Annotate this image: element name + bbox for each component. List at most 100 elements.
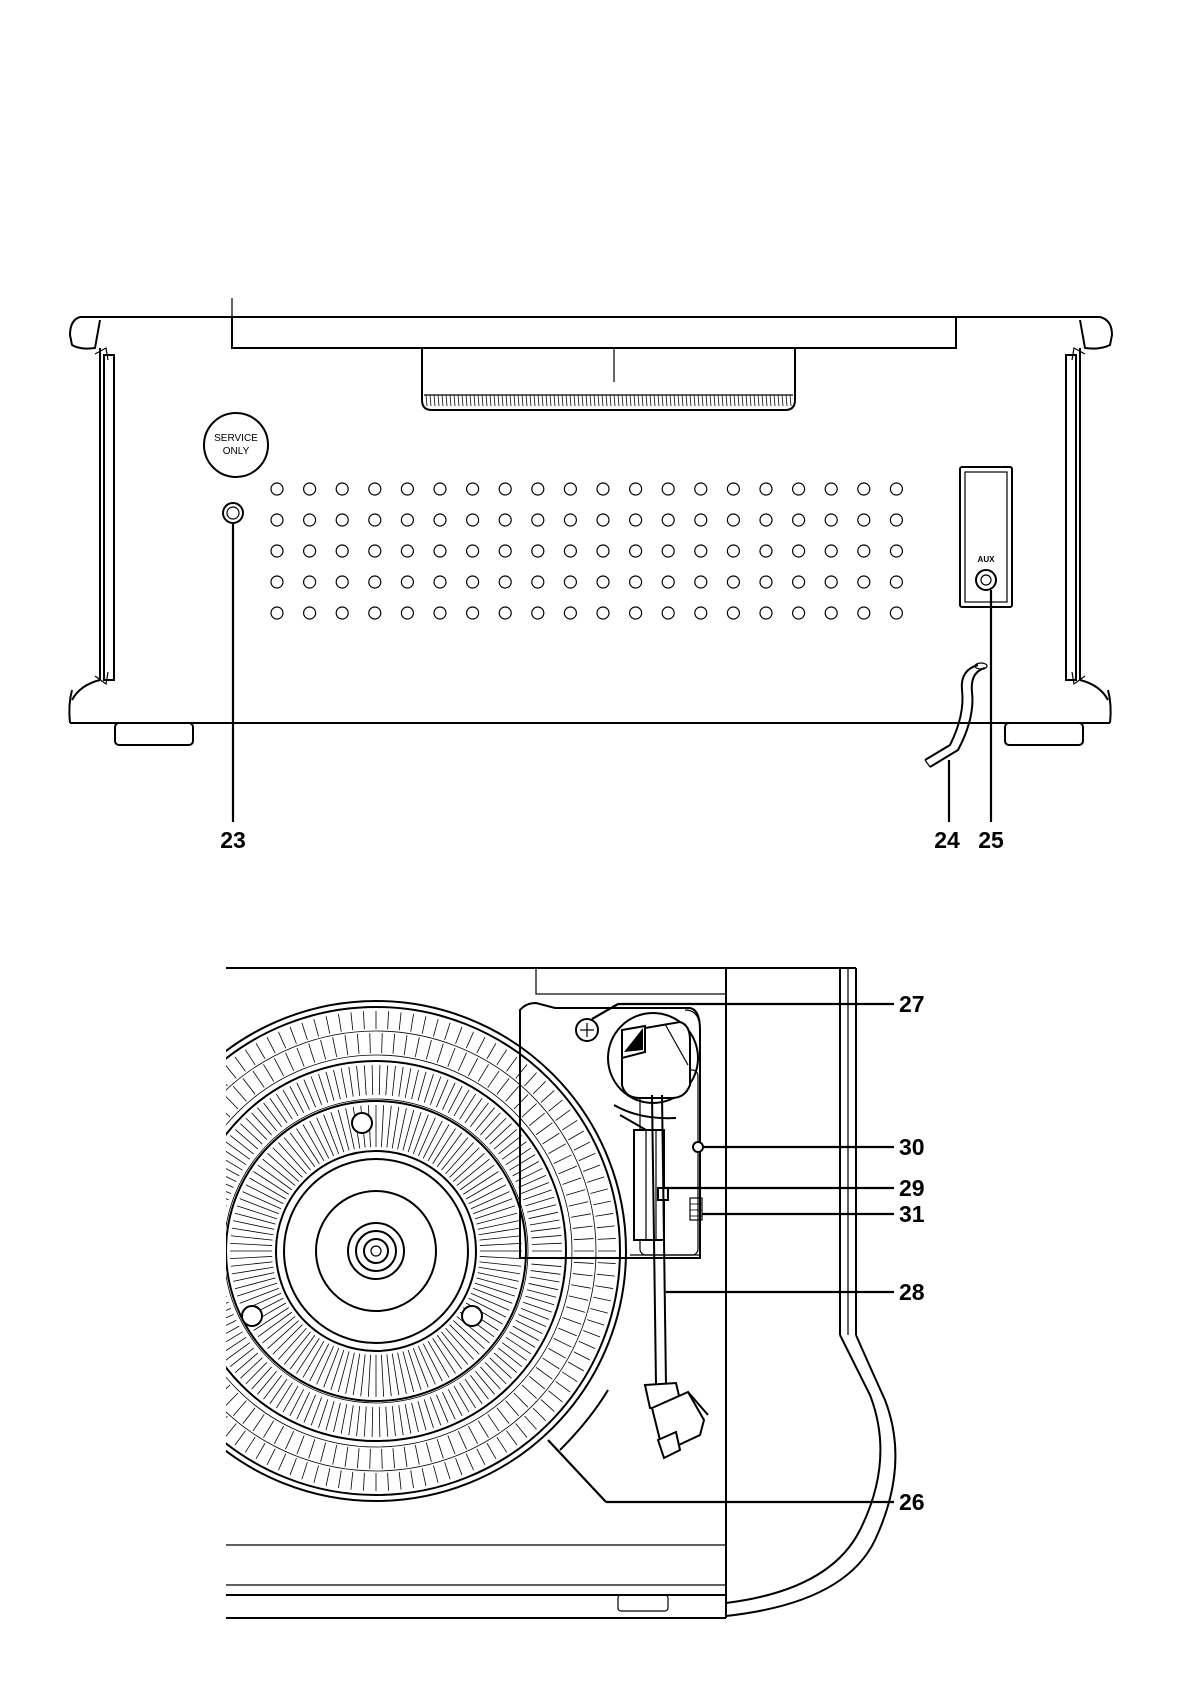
mat-rib — [549, 1391, 563, 1402]
dial-tick — [506, 395, 507, 406]
mat-rib — [381, 1105, 383, 1147]
dial-tick — [738, 395, 739, 406]
mat-rib — [191, 1264, 221, 1267]
mat-rib — [556, 1110, 571, 1121]
mat-rib — [548, 1144, 565, 1154]
mat-rib — [597, 1274, 615, 1276]
mat-rib — [225, 1424, 236, 1438]
mat-rib — [334, 1070, 341, 1099]
mat-rib — [290, 1027, 296, 1044]
dial-tick — [494, 395, 495, 406]
vent-hole — [890, 545, 902, 557]
mat-rib — [285, 1431, 293, 1449]
mat-rib — [562, 1372, 577, 1382]
vent-hole — [304, 483, 316, 495]
vent-hole — [630, 483, 642, 495]
mat-rib — [494, 1353, 517, 1373]
mat-rib — [217, 1155, 243, 1171]
dial-tick — [686, 395, 687, 406]
mat-rib — [448, 1086, 462, 1113]
mat-rib — [253, 1071, 264, 1088]
mat-rib — [139, 1286, 157, 1289]
mat-rib — [497, 1408, 509, 1424]
vent-hole — [304, 607, 316, 619]
mat-rib — [162, 1352, 178, 1360]
mat-rib — [529, 1283, 558, 1289]
callout-29: 29 — [899, 1175, 925, 1201]
dial-tick — [614, 395, 615, 406]
vent-hole — [532, 514, 544, 526]
dial-tick — [510, 395, 511, 406]
mat-rib — [139, 1213, 157, 1216]
vent-hole — [727, 483, 739, 495]
dial-tick — [542, 395, 543, 406]
mat-rib — [230, 1256, 272, 1258]
mat-rib — [456, 1458, 462, 1475]
mat-rib — [415, 1445, 419, 1465]
vent-hole — [499, 545, 511, 557]
mat-rib — [490, 1358, 512, 1379]
mat-rib — [475, 1371, 494, 1394]
mat-rib — [411, 1470, 414, 1488]
mat-rib — [468, 1058, 477, 1076]
mat-rib — [569, 1202, 588, 1207]
mat-rib — [341, 1068, 347, 1097]
mat-rib — [368, 1355, 370, 1397]
mat-rib — [319, 1399, 328, 1428]
mount-screw — [576, 1019, 598, 1041]
mat-rib — [386, 1407, 388, 1437]
mat-rib — [392, 1107, 399, 1148]
mat-rib — [198, 1197, 227, 1206]
mat-rib — [509, 1155, 535, 1171]
vent-hole — [760, 483, 772, 495]
vent-hole — [532, 607, 544, 619]
mat-rib — [189, 1100, 203, 1111]
mat-rib — [587, 1177, 604, 1183]
vent-hole — [467, 576, 479, 588]
mat-rib — [357, 1066, 360, 1096]
dial-tick — [434, 395, 435, 406]
dial-tick — [454, 395, 455, 406]
mat-rib — [424, 1074, 433, 1103]
mat-rib — [198, 1296, 227, 1305]
mat-rib — [180, 1155, 198, 1164]
mat-rib — [158, 1239, 178, 1240]
mat-rib — [422, 1016, 426, 1034]
lid-panel — [232, 298, 956, 348]
cabinet-outline — [69, 317, 1112, 745]
dial-tick — [442, 395, 443, 406]
vent-hole — [564, 483, 576, 495]
mat-rib — [168, 1362, 184, 1371]
vent-hole — [499, 576, 511, 588]
mat-rib — [529, 1212, 558, 1218]
mat-rib — [297, 1048, 304, 1067]
mat-rib — [480, 1367, 500, 1389]
mat-rib — [479, 1267, 520, 1274]
mat-rib — [357, 1406, 360, 1436]
mat-rib — [232, 1267, 273, 1274]
mat-rib — [502, 1343, 526, 1361]
mat-rib — [442, 1392, 455, 1419]
mat-rib — [231, 1236, 273, 1240]
mat-rib — [448, 1048, 455, 1067]
mat-rib — [465, 1098, 482, 1123]
mat-rib — [232, 1228, 273, 1235]
vent-hole — [336, 514, 348, 526]
dial-tick — [586, 395, 587, 406]
vent-hole — [271, 545, 283, 557]
mat-rib — [209, 1168, 236, 1181]
mat-rib — [230, 1135, 254, 1154]
dial-tick — [630, 395, 631, 406]
mat-rib — [351, 1472, 353, 1490]
vent-hole — [825, 483, 837, 495]
mat-rib — [392, 1406, 395, 1436]
dial-tick — [622, 395, 623, 406]
mat-rib — [466, 1032, 473, 1048]
mat-rib — [167, 1307, 186, 1313]
platter — [126, 1001, 626, 1501]
mat-rib — [194, 1283, 223, 1289]
mat-rib — [485, 1362, 506, 1383]
mat-rib — [193, 1277, 223, 1282]
mat-rib — [345, 1035, 348, 1055]
mat-rib — [253, 1414, 264, 1431]
